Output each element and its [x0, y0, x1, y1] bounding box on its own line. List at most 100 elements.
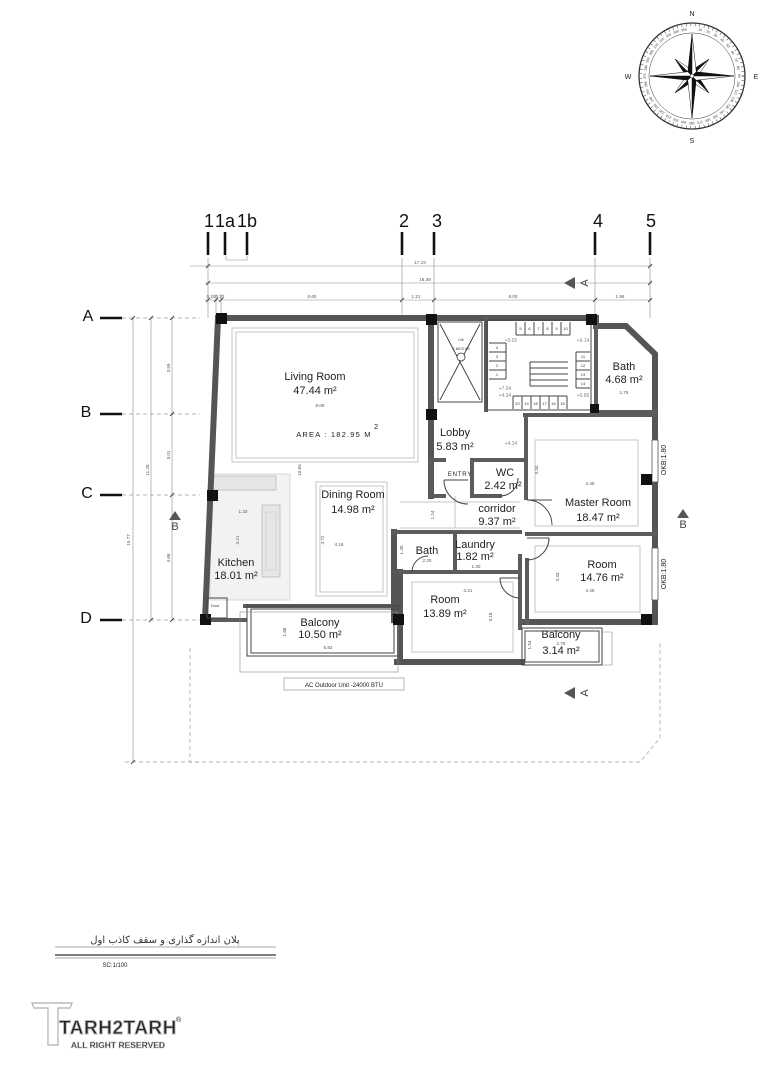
balcony-left-rail-inner: [250, 608, 395, 654]
lift-symbol: [456, 352, 466, 362]
stair-right-steps: [575, 351, 590, 389]
compass-degree-label: 310: [653, 42, 660, 49]
stair-step-11: 11: [581, 354, 586, 359]
column: [393, 614, 404, 625]
ceiling-master: [534, 439, 639, 527]
compass-degree-label: 330: [665, 32, 672, 38]
room-area-corridor: 9.37 m²: [478, 516, 516, 528]
dim-overall-width: 17.19: [414, 260, 426, 265]
ceiling-dining-inner: [319, 485, 384, 593]
compass-degree-label: 10: [698, 28, 703, 33]
kitchen-counter-top: [211, 475, 277, 491]
dim-segment-3: 6.60: [308, 294, 317, 299]
dim-interior: 4.18: [335, 542, 344, 547]
interior-dimensions: 8.09 10.65 1.33 4.21 4.72 4.18 1.24 1.40…: [235, 390, 629, 650]
door-master: [526, 499, 553, 526]
logo-column-mark: [30, 1002, 74, 1046]
dim-interior: 4.46: [586, 588, 595, 593]
section-label-a-bottom: A: [579, 689, 591, 697]
balcony-right-rail-outer: [521, 627, 603, 666]
compass-center-dot: [689, 73, 695, 79]
room-name-bath-small: Bath: [416, 545, 439, 557]
drawing-title: پلان اندازه گذاری و سقف کاذب اول: [90, 934, 240, 946]
stair-step-20: 20: [515, 401, 520, 406]
room-area-laundry: 1.82 m²: [456, 551, 494, 563]
section-label-b-right: B: [679, 519, 686, 531]
level-marks: +5.02 +6.14 +7.94 +4.34 +6.86 +4.34: [499, 338, 590, 447]
compass-degree-label: 40: [719, 37, 725, 43]
dim-interior: 1.33: [239, 509, 248, 514]
compass-degree-label: 80: [736, 66, 741, 71]
compass-degree-label: 120: [729, 96, 735, 103]
room-name-bath-top: Bath: [613, 361, 636, 373]
ceiling-room-bottom: [411, 581, 514, 653]
stair-step-14: 14: [581, 381, 586, 386]
compass-south-label: S: [690, 138, 695, 145]
column: [200, 614, 211, 625]
compass-degree-label: 210: [665, 113, 672, 119]
room-name-living: Living Room: [284, 371, 345, 383]
dim-interior: 1.66: [282, 627, 287, 636]
dim-segment-6: 1.96: [616, 294, 625, 299]
column: [207, 490, 218, 501]
compass-degree-label: 220: [658, 108, 665, 115]
right-facade-windows: OKB:1.80 OKB:1.80: [651, 439, 668, 601]
dim-interior: 1.54: [527, 640, 532, 649]
stair-step-2: 2: [496, 363, 499, 368]
row-label-a: A: [83, 308, 94, 325]
column: [426, 314, 437, 325]
compass-arm-n-light: [691, 33, 697, 77]
logo-wordmark: TARH2TARH: [59, 1018, 177, 1039]
section-arrow-b-right: [677, 509, 689, 518]
dim-extension-lines: [207, 258, 651, 318]
room-name-balcony-left: Balcony: [300, 617, 340, 629]
room-name-corridor: corridor: [478, 503, 516, 515]
column: [641, 614, 652, 625]
compass-degree-label: 150: [712, 113, 719, 119]
logo-tagline: ALL RIGHT RESERVED: [71, 1040, 165, 1050]
grid-label-1b: 1b: [237, 211, 257, 231]
duct-label: Duct: [211, 603, 220, 608]
compass-degree-label: 90: [737, 74, 741, 78]
dim-segment-1: 0.20: [207, 294, 216, 299]
room-labels: Living Room 47.44 m² AREA : 182.95 M 2 B…: [214, 361, 643, 657]
room-area-master: 18.47 m²: [576, 512, 620, 524]
room-area-kitchen: 18.01 m²: [214, 570, 258, 582]
window-sill-label-1: OKB:1.80: [661, 445, 668, 475]
dim-interior: 4.21: [464, 588, 473, 593]
dim-left-segment-1: 3.59: [166, 363, 171, 372]
ceiling-room-right: [534, 545, 641, 613]
ac-unit-zone: [239, 611, 399, 673]
lift-cross: [439, 323, 481, 401]
compass-arm-n-dark: [687, 33, 693, 77]
compass-degree-label: 170: [697, 120, 703, 125]
lift-shaft: Lift 1.60*2.60: [437, 321, 483, 403]
stair-step-16: 16: [551, 401, 556, 406]
room-name-master: Master Room: [565, 497, 631, 509]
room-name-room-bottom: Room: [430, 594, 459, 606]
stair-step-19: 19: [524, 401, 529, 406]
stair-step-17: 17: [542, 401, 547, 406]
dim-structure-width: 16.39: [419, 277, 431, 282]
compass-arm-s-light: [687, 75, 693, 119]
section-arrow-b-left: [169, 511, 181, 520]
room-name-room-right: Room: [587, 559, 616, 571]
window-sill-label-2: OKB:1.80: [661, 559, 668, 589]
grid-1b-leader: [225, 256, 248, 261]
room-area-balcony-left: 10.50 m²: [298, 629, 342, 641]
row-extension-lines: [122, 317, 200, 763]
compass-arm-e-light: [691, 75, 735, 81]
compass-outer-ring: [638, 22, 746, 130]
dim-interior: 1.76: [620, 390, 629, 395]
stair-step-3: 3: [496, 354, 499, 359]
ceiling-corridor: [400, 496, 520, 529]
compass-degree-label: 160: [705, 117, 712, 123]
compass-degree-label: 250: [645, 89, 651, 96]
dim-interior: 4.21: [235, 535, 240, 544]
stair-step-18: 18: [533, 401, 538, 406]
ac-unit-label: AC Outdoor Unit -24000 BTU: [305, 683, 383, 689]
room-name-wc: WC: [496, 467, 514, 479]
title-block: پلان اندازه گذاری و سقف کاذب اول SC:1/10…: [55, 934, 276, 969]
compass-degree-label: 190: [681, 120, 687, 125]
